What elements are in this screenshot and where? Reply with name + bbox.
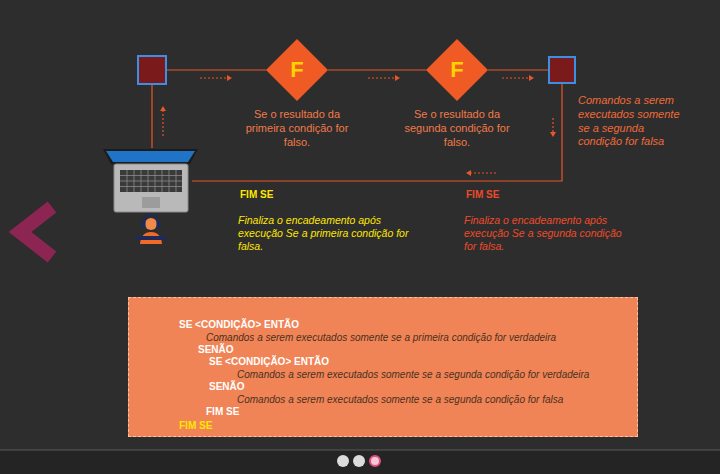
decision-diamond: F Se o resultado da primeira condição for…	[237, 39, 357, 149]
pager-dot-active	[370, 456, 380, 466]
flow-arrow	[163, 78, 553, 173]
footer-line	[0, 450, 720, 451]
flow-connector	[488, 69, 548, 70]
square-outline	[548, 56, 576, 84]
code-line: Comandos a serem executados somente se a…	[237, 394, 563, 406]
code-line: Comandos a serem executados somente se a…	[237, 369, 589, 381]
note-text: Finaliza o encadeamento após execução Se…	[464, 214, 636, 253]
code-line: FIM SE	[179, 420, 212, 432]
code-line: FIM SE	[206, 406, 239, 418]
footer-band	[0, 450, 720, 474]
note-text: Finaliza o encadeamento após execução Se…	[238, 214, 410, 253]
code-line: SENÃO	[198, 344, 234, 356]
end-label: FIM SE	[240, 189, 320, 202]
back-chevron	[20, 207, 52, 257]
end-label: FIM SE	[466, 189, 546, 202]
code-line: SE <CONDIÇÃO> ENTÃO	[179, 319, 299, 331]
pager-dot	[353, 455, 365, 467]
pager-dot	[337, 455, 349, 467]
condition-result: F	[266, 39, 328, 101]
diamond-shape: F	[266, 39, 328, 101]
condition-caption: Se o resultado da segunda condição for f…	[401, 108, 513, 149]
square-shape	[548, 56, 576, 84]
laptop-icon	[103, 149, 198, 212]
flow-connector	[328, 69, 426, 70]
flow-arrowhead	[160, 75, 556, 176]
code-line: Comandos a serem executados somente se a…	[206, 332, 556, 344]
command-note: Comandos a serem executados somente se a…	[578, 94, 690, 149]
code-line: SE <CONDIÇÃO> ENTÃO	[209, 356, 329, 368]
process-square: Comandos a serem executados somente se a…	[548, 56, 693, 149]
condition-caption: Se o resultado da primeira condição for …	[241, 108, 353, 149]
diamond-shape: F	[426, 39, 488, 101]
flow-wire	[152, 70, 562, 181]
code-line: SENÃO	[209, 381, 245, 393]
start-square	[138, 56, 166, 84]
decision-diamond: F Se o resultado da segunda condição for …	[397, 39, 517, 149]
person-icon	[136, 215, 166, 244]
code-box: SE <CONDIÇÃO> ENTÃOComandos a serem exec…	[128, 297, 638, 437]
condition-result: F	[426, 39, 488, 101]
code-panel: SE <CONDIÇÃO> ENTÃOComandos a serem exec…	[128, 297, 638, 437]
